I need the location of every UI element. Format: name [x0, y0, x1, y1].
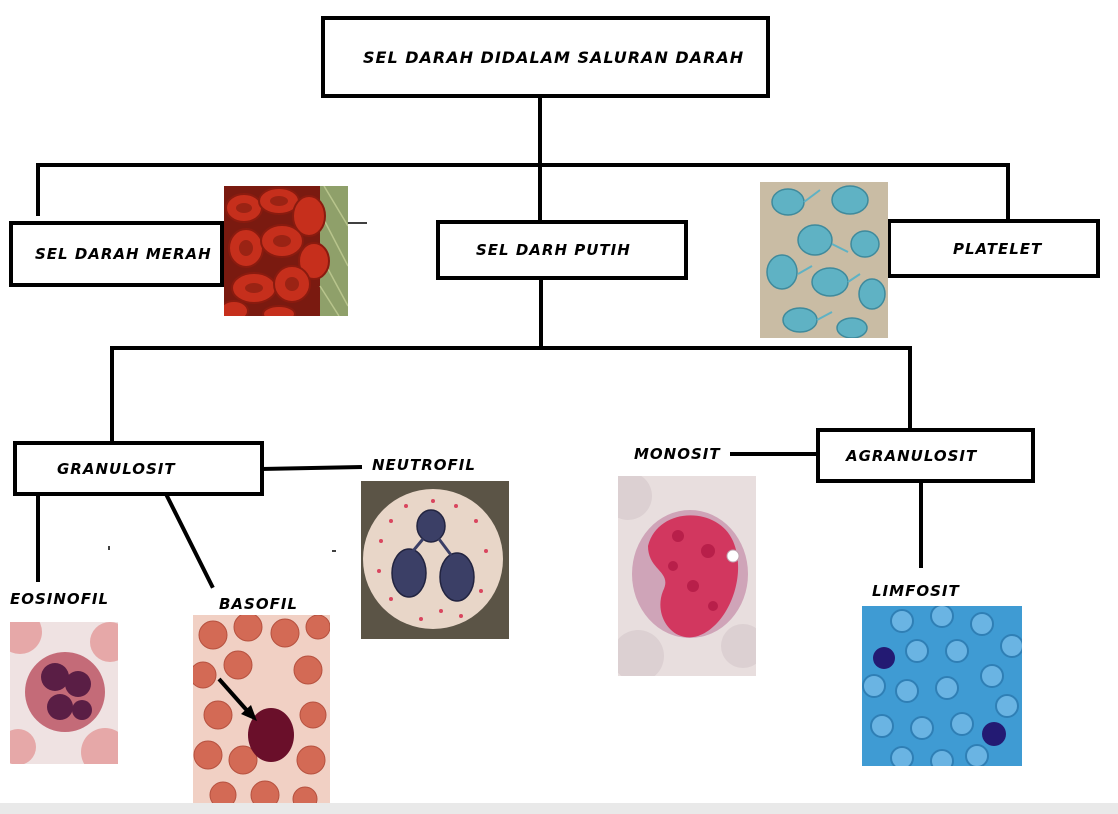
agranulocyte-label: AGRANULOSIT — [846, 447, 977, 465]
lymphocyte-photo — [862, 606, 1022, 766]
basophil-label: BASOFIL — [219, 595, 298, 613]
red-blood-cells-photo — [224, 186, 348, 316]
white-blood-cell-box: SEL DARH PUTIH — [436, 220, 688, 280]
platelet-photo — [760, 182, 888, 338]
neutrophil-label: NEUTROFIL — [372, 456, 476, 474]
red-blood-cell-box: SEL DARAH MERAH — [9, 221, 224, 287]
title-box: SEL DARAH DIDALAM SALURAN DARAH — [321, 16, 770, 98]
bottom-band — [0, 803, 1118, 814]
agranulocyte-box: AGRANULOSIT — [816, 428, 1035, 483]
platelet-label: PLATELET — [953, 240, 1042, 258]
red-blood-cell-label: SEL DARAH MERAH — [35, 245, 212, 263]
diagram-title: SEL DARAH DIDALAM SALURAN DARAH — [363, 48, 744, 67]
granulocyte-box: GRANULOSIT — [13, 441, 264, 496]
basophil-photo — [193, 615, 330, 807]
lymphocyte-label: LIMFOSIT — [872, 582, 960, 600]
eosinophil-photo — [10, 622, 118, 764]
neutrophil-photo — [361, 481, 509, 639]
white-blood-cell-label: SEL DARH PUTIH — [476, 241, 631, 259]
granulocyte-label: GRANULOSIT — [57, 460, 176, 478]
monocyte-label: MONOSIT — [634, 445, 721, 463]
monocyte-photo — [618, 476, 756, 676]
eosinophil-label: EOSINOFIL — [10, 590, 109, 608]
platelet-box: PLATELET — [887, 219, 1100, 278]
